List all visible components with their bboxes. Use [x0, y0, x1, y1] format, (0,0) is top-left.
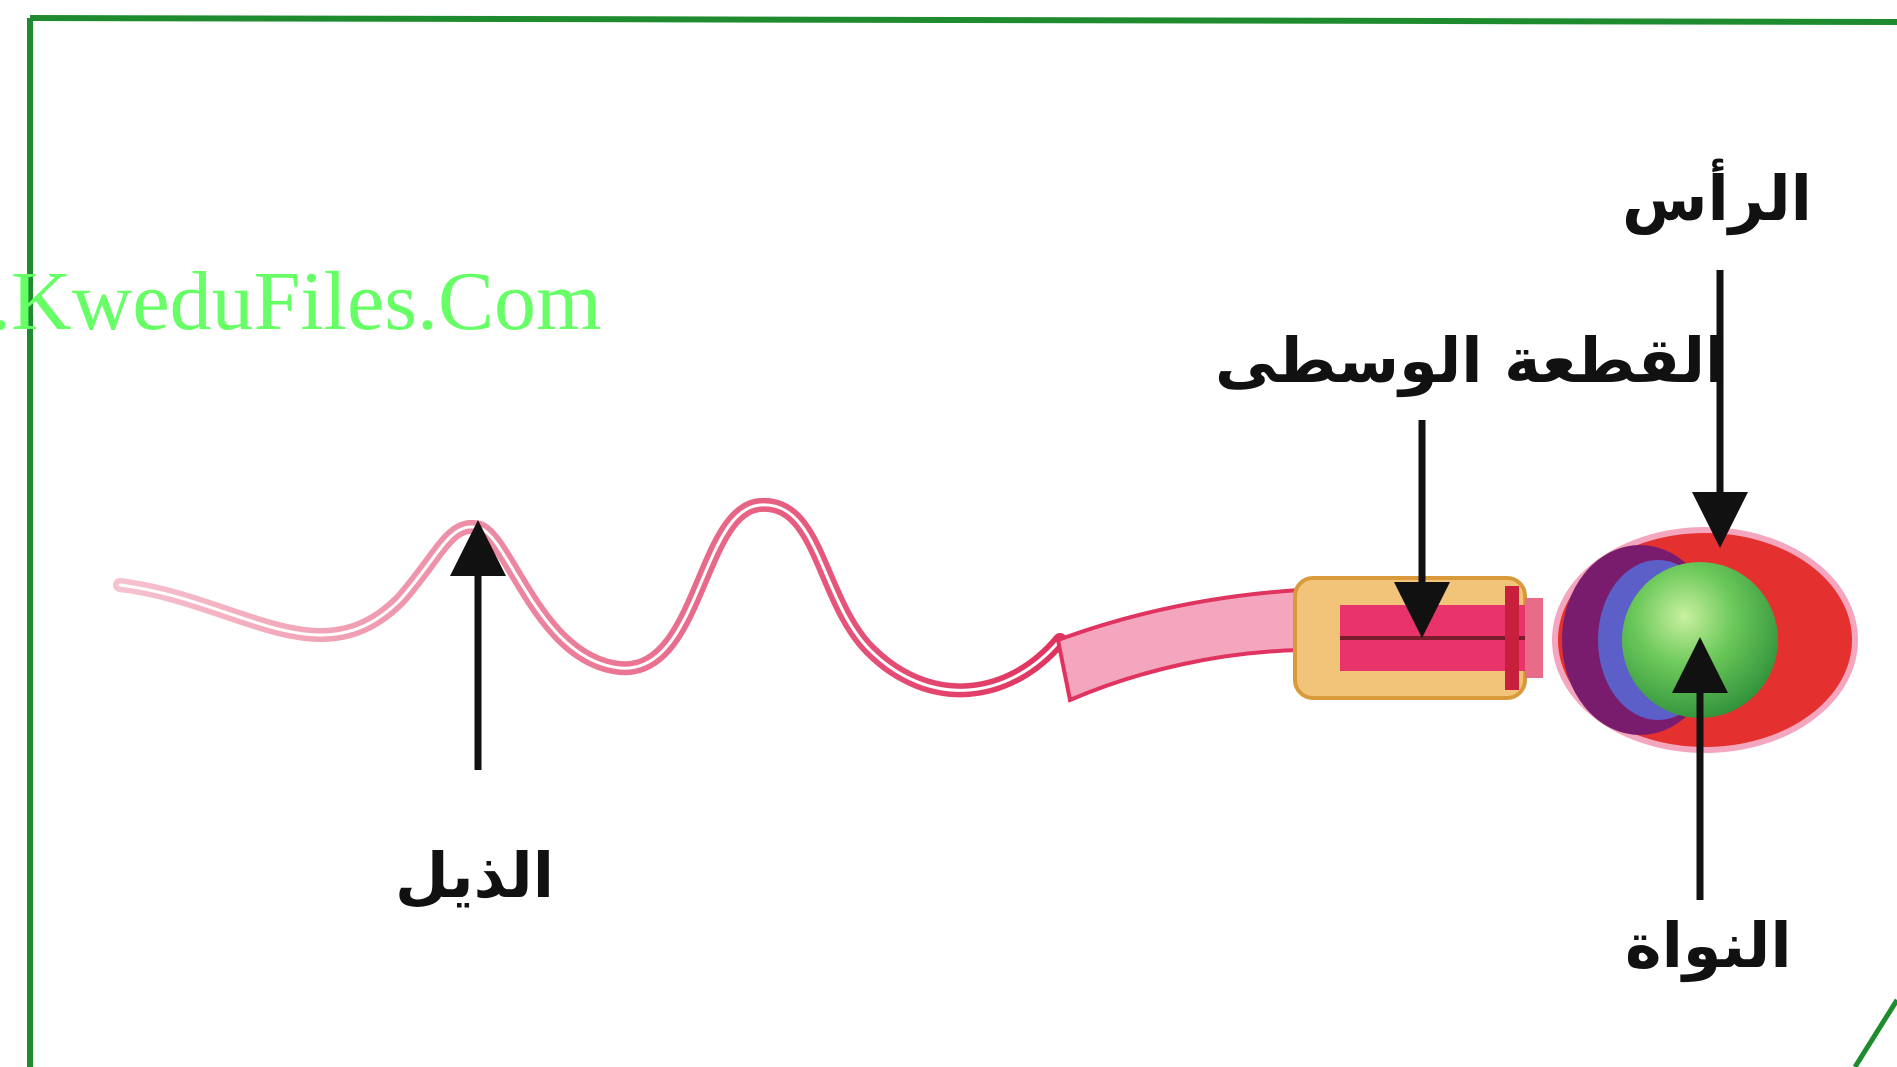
midpiece-label: القطعة الوسطى: [1215, 330, 1726, 392]
head-label: الرأس: [1622, 168, 1812, 230]
tail: [120, 505, 1300, 700]
frame: [30, 18, 1897, 1067]
nucleus-label: النواة: [1625, 915, 1792, 977]
watermark-text: .KweduFiles.Com: [0, 260, 601, 344]
head: [1555, 530, 1855, 750]
tail-label: الذيل: [395, 845, 554, 907]
